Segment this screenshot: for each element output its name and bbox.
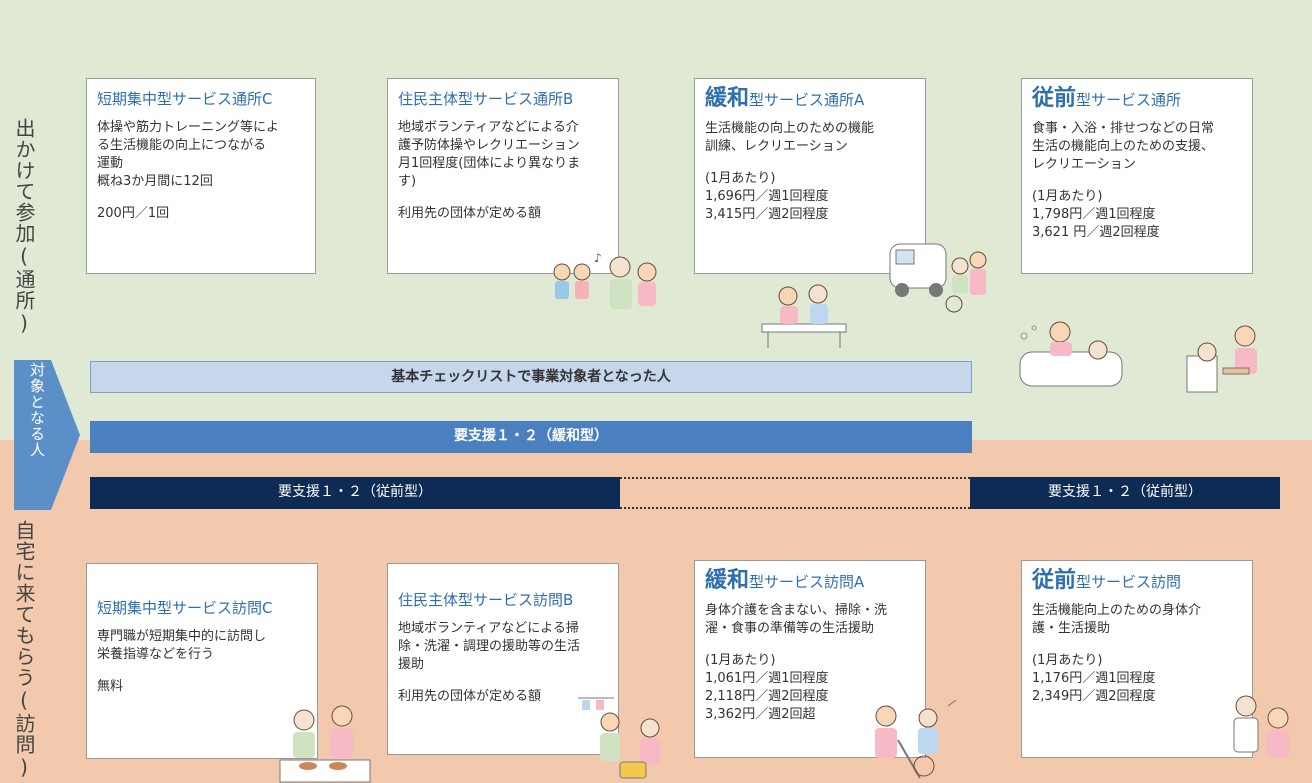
card-title-rest: 型サービス通所A xyxy=(749,91,865,109)
card-short-term-visit-c: 短期集中型サービス訪問C 専門職が短期集中的に訪問し 栄養指導などを行う 無料 xyxy=(86,563,318,759)
card-text: 専門職が短期集中的に訪問し xyxy=(97,629,267,644)
card-text: 生活機能向上のための身体介 xyxy=(1032,603,1202,618)
card-text: 生活の機能向上のための支援、 xyxy=(1032,139,1215,154)
card-cost: 3,362円／週2回超 xyxy=(705,707,816,722)
card-title-rest: 型サービス通所 xyxy=(1076,91,1182,109)
card-cost: 3,415円／週2回程度 xyxy=(705,207,829,222)
card-cost: (1月あたり) xyxy=(1032,653,1103,668)
card-cost: 利用先の団体が定める額 xyxy=(398,206,542,221)
card-text: る生活機能の向上につながる xyxy=(97,138,267,153)
checklist-eligibility-bar: 基本チェックリストで事業対象者となった人 xyxy=(90,361,972,393)
card-title: 従前型サービス訪問 xyxy=(1032,568,1242,593)
card-cost: (1月あたり) xyxy=(705,653,776,668)
card-cost: 無料 xyxy=(97,679,124,694)
card-text: 濯・食事の準備等の生活援助 xyxy=(705,621,875,636)
svg-text:♪: ♪ xyxy=(594,252,602,265)
card-text: レクリエーション xyxy=(1032,157,1136,172)
care-assist-illustration xyxy=(1233,695,1289,758)
card-cost: 1,696円／週1回程度 xyxy=(705,189,829,204)
meal-assist-illustration xyxy=(1186,325,1257,393)
bath-illustration xyxy=(1019,321,1123,387)
card-title-rest: 型サービス訪問 xyxy=(1076,573,1182,591)
card-text: 月1回程度(団体により異なりま xyxy=(398,156,581,171)
exercise-group-illustration: ♪ xyxy=(553,252,657,309)
cleaning-illustration xyxy=(875,700,957,779)
card-cost: (1月あたり) xyxy=(1032,189,1103,204)
card-text: 食事・入浴・排せつなどの日常 xyxy=(1032,121,1215,136)
support-juzen-bar-right: 要支援１・２（従前型） xyxy=(970,477,1280,509)
card-cost: (1月あたり) xyxy=(705,171,776,186)
card-cost: 200円／1回 xyxy=(97,206,170,221)
card-cost: 1,798円／週1回程度 xyxy=(1032,207,1156,222)
card-cost: 利用先の団体が定める額 xyxy=(398,689,542,704)
support-juzen-bar-left: 要支援１・２（従前型） xyxy=(90,477,620,509)
card-previous-visit: 従前型サービス訪問 生活機能向上のための身体介 護・生活援助 (1月あたり) 1… xyxy=(1021,560,1253,758)
card-relaxed-attend-a: 緩和型サービス通所A 生活機能の向上のための機能 訓練、レクリエーション (1月… xyxy=(694,78,926,274)
card-text: 体操や筋力トレーニング等によ xyxy=(97,120,280,135)
card-cost: 1,061円／週1回程度 xyxy=(705,671,829,686)
card-cost: 2,118円／週2回程度 xyxy=(705,689,829,704)
card-title: 従前型サービス通所 xyxy=(1032,86,1242,111)
card-cost: 1,176円／週1回程度 xyxy=(1032,671,1156,686)
card-text: 除・洗濯・調理の援助等の生活 xyxy=(398,639,581,654)
card-short-term-attend-c: 短期集中型サービス通所C 体操や筋力トレーニング等によ る生活機能の向上につなが… xyxy=(86,78,316,274)
card-text: 概ね3か月間に12回 xyxy=(97,174,213,189)
card-title: 短期集中型サービス訪問C xyxy=(97,599,273,617)
support-juzen-dotted-gap xyxy=(620,477,970,509)
card-text: 訓練、レクリエーション xyxy=(705,139,848,154)
card-title: 住民主体型サービス訪問B xyxy=(398,591,574,609)
card-title: 緩和型サービス通所A xyxy=(705,86,915,111)
card-text: 栄養指導などを行う xyxy=(97,647,215,662)
card-title-emphasis: 緩和 xyxy=(705,86,750,111)
support-kanwa-bar: 要支援１・２（緩和型） xyxy=(90,421,972,453)
card-text: 護予防体操やレクリエーション xyxy=(398,138,580,153)
card-resident-attend-b: 住民主体型サービス通所B 地域ボランティアなどによる介 護予防体操やレクリエーシ… xyxy=(387,78,619,274)
attend-side-label: 出かけて参加(通所) xyxy=(12,118,36,336)
card-title-emphasis: 従前 xyxy=(1032,568,1077,593)
card-resident-visit-b: 住民主体型サービス訪問B 地域ボランティアなどによる掃 除・洗濯・調理の援助等の… xyxy=(387,563,619,755)
card-text: 地域ボランティアなどによる介 xyxy=(398,120,579,135)
training-illustration xyxy=(761,284,847,348)
card-cost: 3,621 円／週2回程度 xyxy=(1032,225,1160,240)
card-text: 運動 xyxy=(97,156,124,171)
car-illustration xyxy=(889,243,987,313)
card-text: 生活機能の向上のための機能 xyxy=(705,121,875,136)
card-title: 緩和型サービス訪問A xyxy=(705,568,915,593)
card-previous-attend: 従前型サービス通所 食事・入浴・排せつなどの日常 生活の機能向上のための支援、 … xyxy=(1021,78,1253,274)
card-text: 護・生活援助 xyxy=(1032,621,1111,636)
card-text: す) xyxy=(398,174,417,189)
card-title: 住民主体型サービス通所B xyxy=(398,90,574,108)
card-title-rest: 型サービス訪問A xyxy=(749,573,865,591)
card-text: 援助 xyxy=(398,657,425,672)
laundry-illustration xyxy=(578,697,660,779)
visit-side-label: 自宅に来てもらう(訪問) xyxy=(12,520,36,780)
card-text: 身体介護を含まない、掃除・洗 xyxy=(705,603,888,618)
target-arrow-label: 対象となる人 xyxy=(28,362,46,458)
card-title: 短期集中型サービス通所C xyxy=(97,90,273,108)
cooking-illustration xyxy=(279,705,371,783)
card-title-emphasis: 従前 xyxy=(1032,86,1077,111)
card-text: 地域ボランティアなどによる掃 xyxy=(398,621,579,636)
card-title-emphasis: 緩和 xyxy=(705,568,750,593)
card-cost: 2,349円／週2回程度 xyxy=(1032,689,1156,704)
